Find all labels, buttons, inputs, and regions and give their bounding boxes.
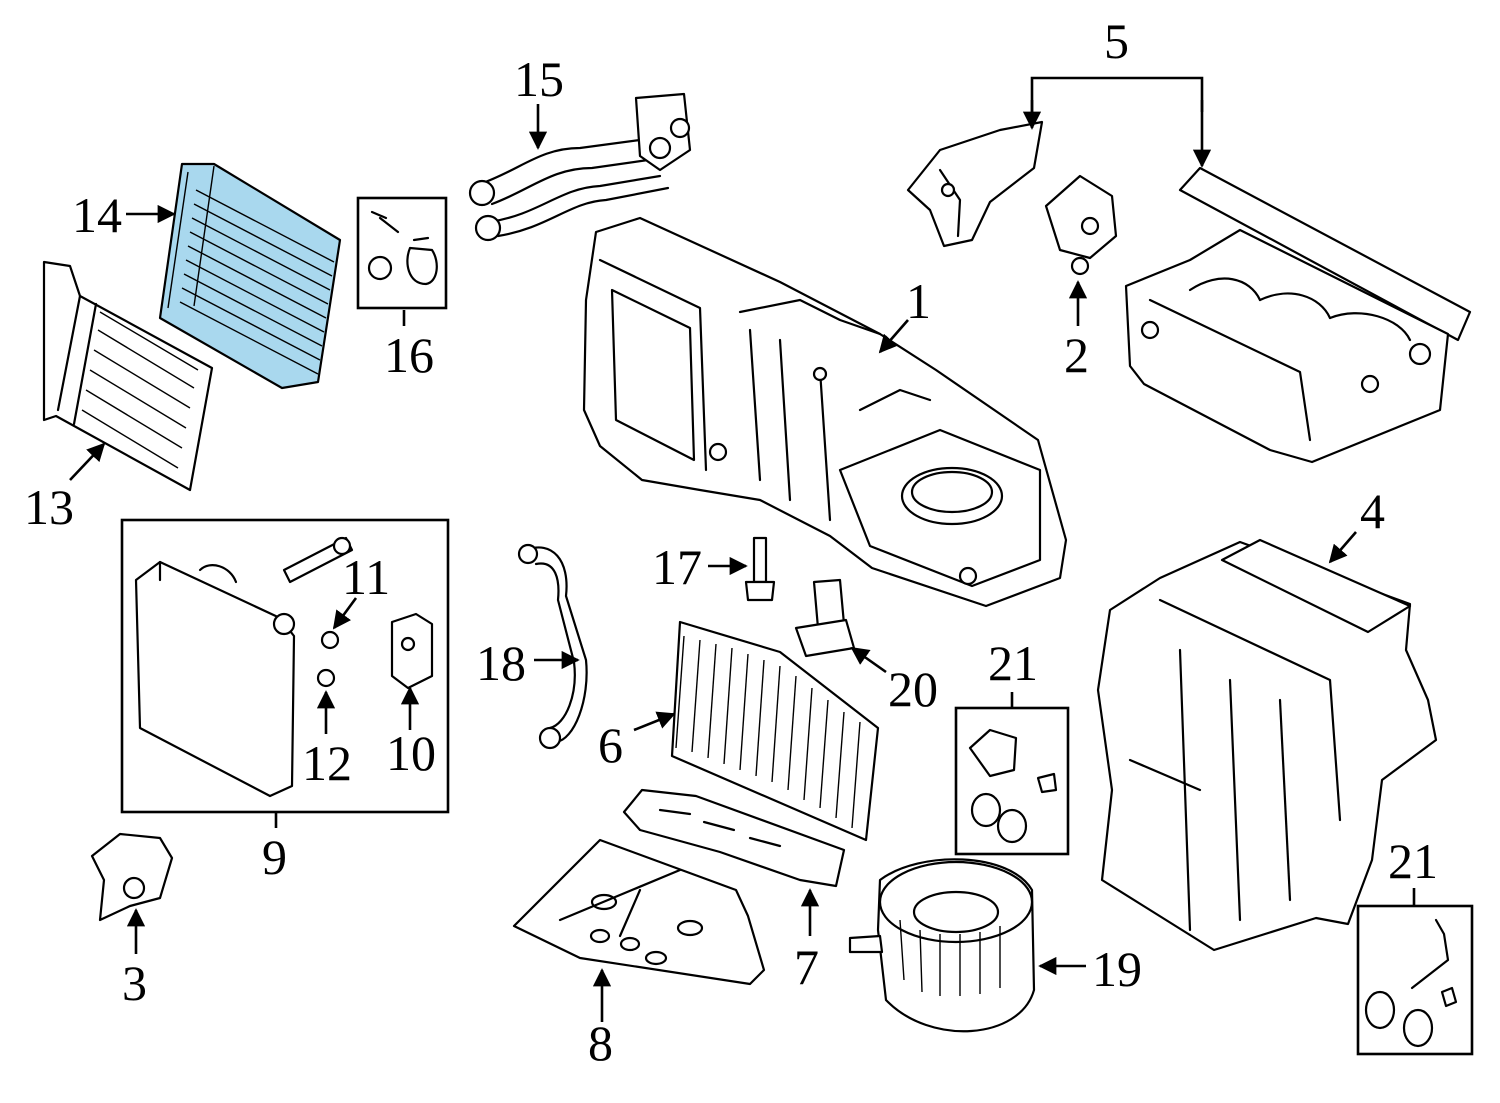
callout-9: 9 (262, 829, 287, 885)
callout-15: 15 (514, 51, 564, 107)
callout-19: 19 (1092, 941, 1142, 997)
callout-20: 20 (888, 661, 938, 717)
part-1-hvac-housing[interactable] (582, 216, 1068, 608)
leader-lines (69, 76, 1416, 1022)
part-21-kit-a[interactable] (954, 706, 1070, 856)
part-16-fastener-kit[interactable] (356, 196, 448, 310)
callout-5: 5 (1104, 13, 1129, 69)
callout-2: 2 (1064, 327, 1089, 383)
part-19-blower-motor[interactable] (848, 858, 1036, 1033)
callout-1: 1 (906, 273, 931, 329)
callout-18: 18 (476, 635, 526, 691)
callout-7: 7 (794, 939, 819, 995)
part-21-kit-b[interactable] (1356, 904, 1474, 1056)
part-11-o-ring[interactable] (320, 630, 340, 650)
part-10-expansion-valve[interactable] (390, 612, 434, 690)
part-17-bolt[interactable] (744, 536, 776, 602)
callout-21-a: 21 (988, 635, 1038, 691)
part-7-filter-cover[interactable] (622, 788, 846, 888)
callout-10: 10 (386, 725, 436, 781)
callout-12: 12 (302, 735, 352, 791)
part-12-o-ring[interactable] (316, 668, 336, 688)
part-2-actuator[interactable] (1044, 174, 1118, 276)
part-9-evaporator-kit[interactable] (120, 518, 450, 814)
part-4-lower-case[interactable] (1096, 538, 1438, 952)
callout-21-b: 21 (1388, 833, 1438, 889)
callout-14: 14 (72, 187, 122, 243)
part-15-heater-hoses[interactable] (468, 92, 692, 242)
part-5-bracket[interactable] (906, 120, 1044, 248)
callout-4: 4 (1360, 483, 1385, 539)
callout-6: 6 (598, 717, 623, 773)
part-6-cabin-filter[interactable] (670, 620, 880, 842)
part-18-drain-hose[interactable] (517, 543, 588, 750)
part-3-sensor[interactable] (90, 832, 174, 922)
part-14-evaporator-core[interactable] (158, 162, 342, 390)
part-8-lower-panel[interactable] (512, 838, 766, 986)
callout-3: 3 (122, 955, 147, 1011)
part-5-upper-case[interactable] (1124, 166, 1472, 464)
part-20-blower-resistor[interactable] (794, 578, 856, 658)
callout-11: 11 (342, 549, 390, 605)
callout-8: 8 (588, 1015, 613, 1071)
part-13-heater-core[interactable] (42, 260, 214, 492)
callout-numbers: 14 13 15 16 1 5 2 4 11 12 10 9 3 17 18 6… (24, 13, 1438, 1071)
callout-16: 16 (384, 327, 434, 383)
callout-17: 17 (652, 539, 702, 595)
callout-13: 13 (24, 479, 74, 535)
